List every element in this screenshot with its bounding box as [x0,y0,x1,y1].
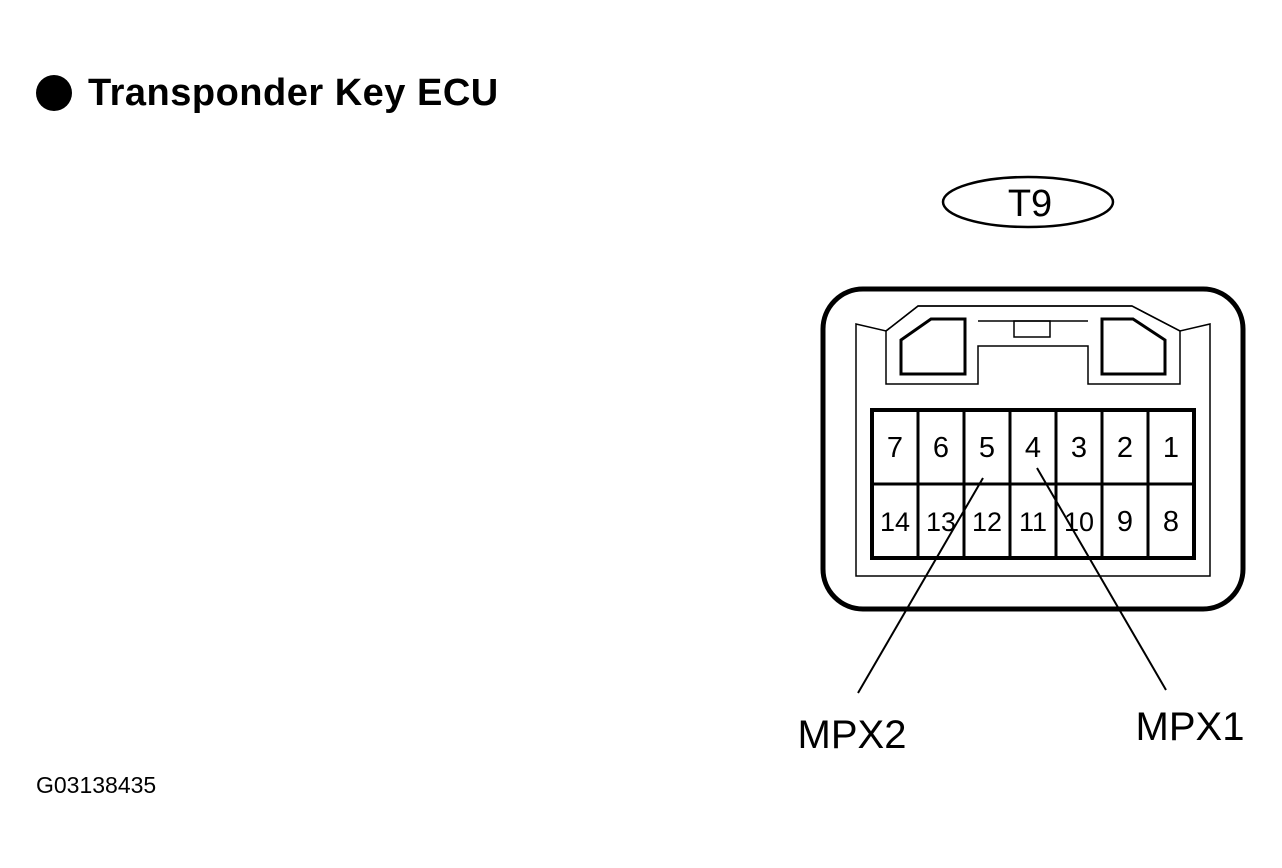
terminal-number: 14 [880,507,910,537]
terminal-number: 3 [1071,432,1087,464]
terminal-number: 11 [1019,507,1047,537]
page-title: Transponder Key ECU [36,70,499,116]
connector-id-badge: T9 [941,175,1115,229]
callout-left-label: MPX2 [798,713,907,757]
terminal-number: 2 [1117,432,1133,464]
terminal-cell [1146,482,1196,560]
bullet-icon [36,75,72,111]
connector-lock [885,305,1181,385]
terminal-number: 12 [972,507,1002,537]
callout-right-label: MPX1 [1136,705,1245,749]
lock-frame [885,305,1181,385]
lock-latch [1013,320,1051,338]
lock-guide-left [899,317,967,376]
figure-code: G03138435 [36,772,157,798]
terminal-number: 7 [887,432,903,464]
terminal-number: 8 [1163,506,1179,538]
lock-guide-right [1100,317,1167,376]
leader-line-left [857,477,984,694]
leader-line-right [1036,467,1167,691]
terminal-number: 6 [933,432,949,464]
title-text: Transponder Key ECU [88,71,499,114]
terminal-number: 1 [1163,432,1179,464]
connector-id-oval [941,175,1115,229]
terminal-number: 4 [1025,432,1041,464]
connector-id-label: T9 [1008,183,1052,225]
terminal-number: 5 [979,432,995,464]
terminal-number: 9 [1117,506,1133,538]
connector-housing [820,286,1246,612]
